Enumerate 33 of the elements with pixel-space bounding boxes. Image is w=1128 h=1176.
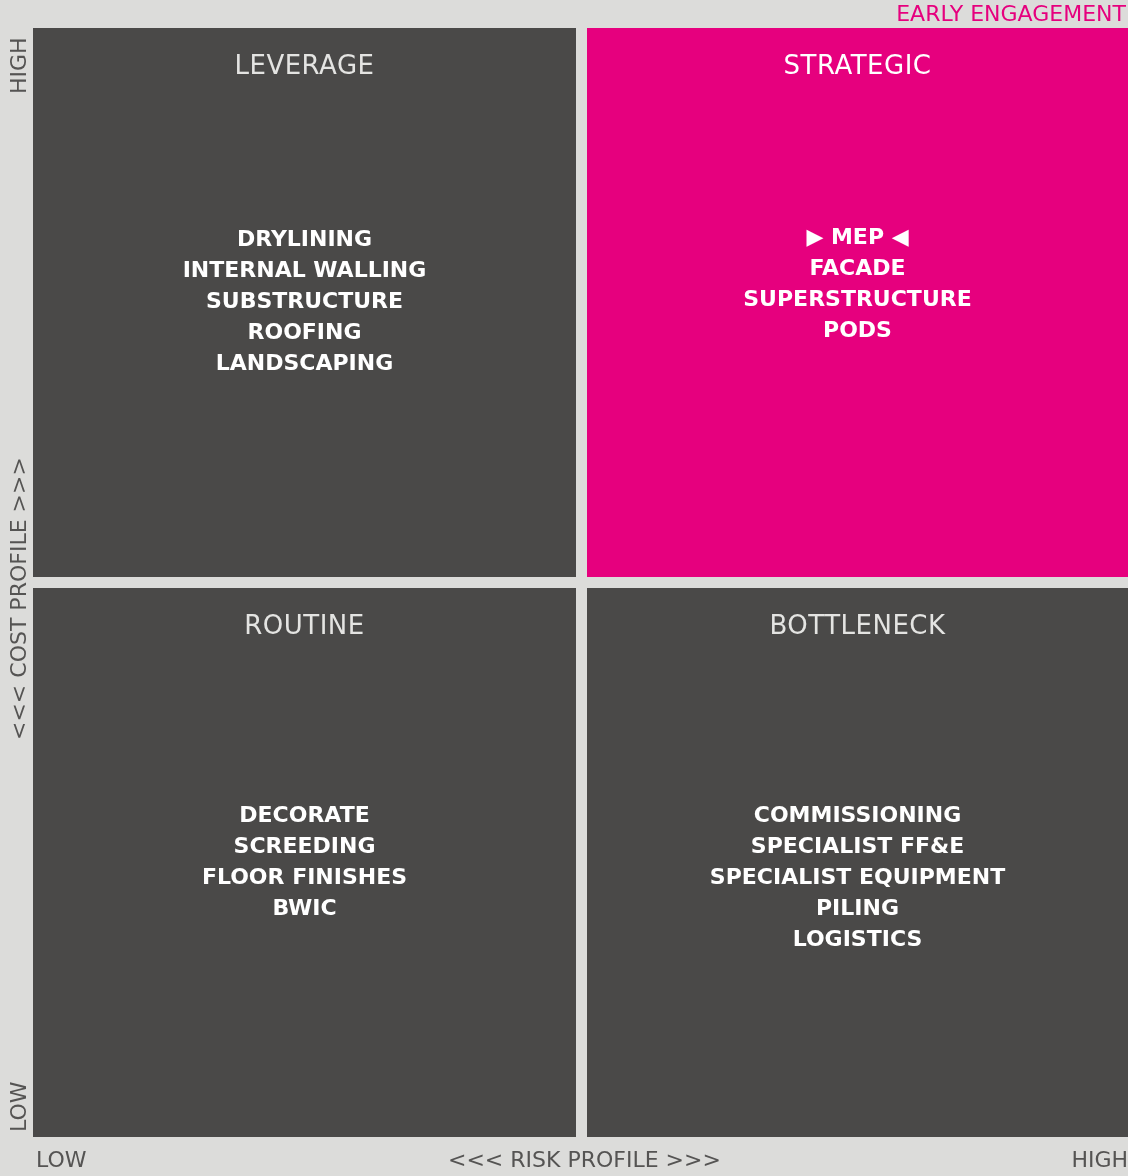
category-item: ROOFING (247, 318, 362, 346)
category-item: PODS (823, 316, 892, 344)
category-item: BWIC (272, 894, 337, 922)
category-item: ▶ MEP ◀ (806, 223, 909, 251)
category-item: DECORATE (239, 801, 370, 829)
axis-end-label: HIGH (1071, 1147, 1128, 1173)
category-item: SPECIALIST EQUIPMENT (709, 863, 1006, 891)
category-item: LANDSCAPING (215, 349, 394, 377)
category-item: SUPERSTRUCTURE (743, 285, 972, 313)
category-item: COMMISSIONING (753, 801, 962, 829)
axis-title: <<< RISK PROFILE >>> (448, 1147, 721, 1173)
category-item: DRYLINING (236, 225, 373, 253)
category-item: SUBSTRUCTURE (205, 287, 404, 315)
quadrant-panel (587, 588, 1128, 1137)
quadrant-heading: ROUTINE (244, 610, 365, 640)
category-item: SCREEDING (233, 832, 376, 860)
quadrant-panel (33, 588, 576, 1137)
note-label: EARLY ENGAGEMENT (896, 1, 1126, 27)
quadrant-heading: BOTTLENECK (769, 610, 946, 640)
axis-end-label: LOW (36, 1147, 87, 1173)
category-item: FACADE (809, 254, 906, 282)
axis-end-label: LOW (6, 1081, 32, 1132)
category-item: INTERNAL WALLING (182, 256, 427, 284)
axis-end-label: HIGH (6, 37, 32, 94)
category-item: LOGISTICS (792, 925, 923, 953)
quadrant-panel (33, 28, 576, 577)
category-item: FLOOR FINISHES (201, 863, 408, 891)
quadrant-heading: STRATEGIC (783, 50, 932, 80)
category-item: PILING (816, 894, 899, 922)
quadrant-heading: LEVERAGE (234, 50, 375, 80)
category-item: SPECIALIST FF&E (750, 832, 965, 860)
quadrant-panel (587, 28, 1128, 577)
axis-title: <<< COST PROFILE >>> (6, 457, 32, 740)
